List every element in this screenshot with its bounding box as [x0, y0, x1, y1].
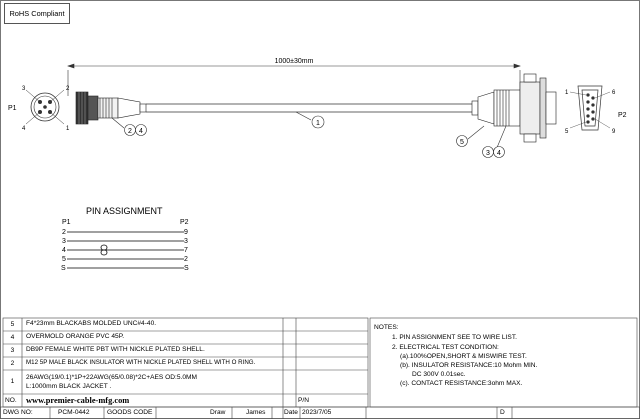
p1-pin-2: 2 — [66, 86, 70, 92]
rohs-compliant-badge: RoHS Compliant — [4, 3, 70, 24]
balloon-4b: 4 — [497, 150, 501, 157]
p1-pin-4: 4 — [22, 126, 26, 132]
bom-row-5-no: 5 — [10, 321, 15, 328]
p2-pin-1: 1 — [565, 90, 569, 96]
pin-row-2-p1: 3 — [62, 238, 66, 245]
pin-row-3-p1: 4 — [62, 247, 66, 254]
p1-pin-1: 1 — [66, 126, 70, 132]
length-label: 1000±30mm — [275, 58, 314, 65]
bom-row-1-desc: 26AWG(19/0.1)*1P+22AWG(65/0.08)*2C+AES O… — [26, 374, 198, 381]
draw-label: Draw — [210, 409, 226, 416]
db9-connector — [471, 73, 557, 143]
dwg-no-value: PCM-0442 — [58, 409, 90, 416]
balloon-2: 2 — [128, 128, 132, 135]
notes-line-4: (b). INSULATOR RESISTANCE:10 Mohm MIN. — [400, 362, 538, 369]
pin-row-4-p2: 2 — [184, 256, 188, 263]
balloons — [111, 111, 507, 158]
bom-row-4-no: 4 — [10, 334, 15, 341]
notes-line-6: (c). CONTACT RESISTANCE:3ohm MAX. — [400, 380, 523, 387]
pin-col-p1: P1 — [62, 219, 71, 226]
notes-line-1: 1. PIN ASSIGNMENT SEE TO WIRE LIST. — [392, 334, 517, 341]
bom-row-3-no: 3 — [10, 347, 15, 354]
p2-pin-9: 9 — [612, 129, 616, 135]
p2-face-view — [569, 85, 611, 131]
goods-code-label: GOODS CODE — [107, 409, 153, 416]
bom-row-2-desc: M12 5P MALE BLACK INSULATOR WITH NICKLE … — [26, 359, 256, 366]
p2-pin-5: 5 — [565, 129, 569, 135]
m12-connector — [75, 91, 147, 125]
drawer-name: James — [246, 409, 266, 416]
bom-footer-pn: P/N — [298, 397, 309, 404]
rev-value: D — [500, 409, 505, 416]
pin-row-1-p1: 2 — [62, 229, 66, 236]
balloon-4a: 4 — [139, 128, 143, 135]
bom-row-5-desc: F4*23mm BLACKABS MOLDED UNC#4-40. — [26, 320, 157, 327]
pin-row-2-p2: 3 — [184, 238, 188, 245]
p2-pin-6: 6 — [612, 90, 616, 96]
bom-footer-no: NO. — [5, 397, 17, 404]
pin-row-3-p2: 7 — [184, 247, 188, 254]
balloon-3: 3 — [486, 150, 490, 157]
pin-assignment-title: PIN ASSIGNMENT — [86, 206, 163, 216]
balloon-1: 1 — [316, 120, 320, 127]
bom-row-2-no: 2 — [10, 360, 15, 367]
bom-grid — [0, 317, 640, 419]
notes-line-5: DC 300V 0.01sec. — [412, 371, 466, 378]
notes-line-2: 2. ELECTRICAL TEST CONDITION: — [392, 344, 499, 351]
p2-label: P2 — [618, 112, 627, 119]
notes-line-3: (a).100%OPEN,SHORT & MISWIRE TEST. — [400, 353, 527, 360]
pin-row-5-p2: S — [184, 265, 189, 272]
pin-row-4-p1: 5 — [62, 256, 66, 263]
length-dimension — [67, 63, 521, 96]
website-link[interactable]: www.premier-cable-mfg.com — [26, 396, 130, 405]
pin-col-p2: P2 — [180, 219, 189, 226]
notes-title: NOTES: — [374, 324, 399, 331]
bom-row-1-no: 1 — [10, 378, 15, 385]
bom-row-1-desc-2: L:1000mm BLACK JACKET . — [26, 383, 112, 390]
pin-row-1-p2: 9 — [184, 229, 188, 236]
bom-row-4-desc: OVERMOLD ORANGE PVC 45P. — [26, 333, 125, 340]
p1-face-view — [25, 89, 65, 125]
date-value: 2023/7/05 — [302, 409, 332, 416]
p1-pin-3: 3 — [22, 86, 26, 92]
twisted-pair-marker — [100, 244, 108, 256]
cable — [146, 103, 472, 113]
bom-row-3-desc: DB9P FEMALE WHITE PBT WITH NICKLE PLATED… — [26, 346, 205, 353]
date-label: Date — [284, 409, 298, 416]
pin-row-5-p1: S — [61, 265, 66, 272]
balloon-5: 5 — [460, 139, 464, 146]
dwg-no-label: DWG NO: — [3, 409, 33, 416]
pin-rows: 2 9 3 3 4 7 5 2 S S — [61, 229, 189, 272]
p1-label: P1 — [8, 105, 17, 112]
